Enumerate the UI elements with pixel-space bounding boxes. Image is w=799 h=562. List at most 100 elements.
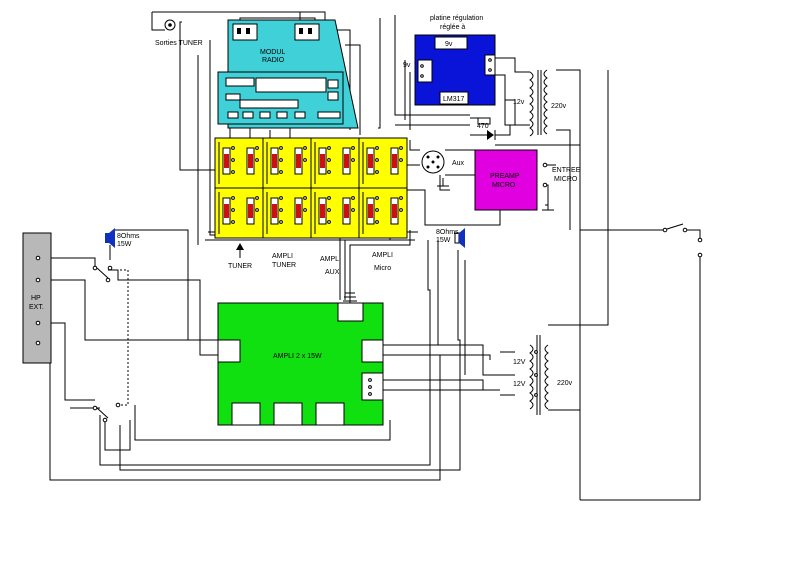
- hp-left-label-1: 8Ohms: [117, 233, 140, 240]
- contact-dot: [375, 158, 379, 162]
- hp-ext-box: [22, 232, 52, 364]
- sorties-tuner-jack: [164, 19, 176, 31]
- switch-slider: [272, 154, 277, 168]
- tr1-220v: 220v: [551, 103, 567, 110]
- contact-dot: [279, 158, 283, 162]
- tr1-12v: 12v: [513, 99, 525, 106]
- switch-slider: [344, 204, 349, 218]
- resistor-470: [477, 117, 491, 125]
- switch-slider: [248, 154, 253, 168]
- speaker-right-icon: [454, 228, 465, 248]
- speaker-left-icon: [105, 228, 115, 248]
- hp-right-label-1: 8Ohms: [436, 229, 459, 236]
- entree-micro-connector: [542, 162, 548, 188]
- tr2-12v-a: 12V: [513, 359, 526, 366]
- contact-dot: [327, 208, 331, 212]
- r470-label: 470: [477, 123, 489, 130]
- contact-dot: [231, 158, 235, 162]
- ampli-input-ground-icon: [343, 290, 357, 303]
- contact-dot: [303, 208, 307, 212]
- contact-dot: [231, 146, 235, 150]
- ampli-micro-label-1: AMPLI: [372, 252, 393, 259]
- modul-radio-label-2: RADIO: [262, 57, 285, 64]
- transformer-bottom: [529, 335, 549, 415]
- contact-dot: [255, 208, 259, 212]
- ampli-aux-label-1: AMPLI: [320, 256, 341, 263]
- left-switch-bottom: [92, 402, 121, 423]
- contact-dot: [375, 196, 379, 200]
- modul-radio: [217, 19, 359, 129]
- preamp-label-1: PREAMP: [490, 173, 520, 180]
- contact-dot: [327, 146, 331, 150]
- switch-slider: [392, 154, 397, 168]
- preamp-label-2: MICRO: [492, 182, 516, 189]
- platine-label-1: platine régulation: [430, 15, 483, 22]
- contact-dot: [399, 208, 403, 212]
- wires: [38, 11, 701, 501]
- ground-symbol-aux: [437, 178, 449, 187]
- ground-symbol-preamp: [542, 205, 554, 211]
- mains-switch: [662, 223, 703, 258]
- hp-right-label-2: 15W: [436, 237, 451, 244]
- contact-dot: [303, 196, 307, 200]
- ampli-tuner-label-1: AMPLI: [272, 253, 293, 260]
- contact-dot: [231, 220, 235, 224]
- switch-slider: [368, 204, 373, 218]
- switch-cell: [362, 192, 403, 234]
- contact-dot: [327, 170, 331, 174]
- ampli-micro-label-2: Micro: [374, 265, 391, 272]
- tuner-label: TUNER: [228, 263, 252, 270]
- switch-cell: [314, 142, 355, 184]
- switch-cell: [218, 192, 259, 234]
- switch-slider: [368, 154, 373, 168]
- contact-dot: [279, 208, 283, 212]
- tr2-220v: 220v: [557, 380, 573, 387]
- platine-label-2: réglée à: [440, 24, 465, 31]
- modul-radio-label-1: MODUL: [260, 49, 285, 56]
- regulator-board: [414, 34, 496, 106]
- switch-slider: [344, 154, 349, 168]
- contact-dot: [279, 196, 283, 200]
- ampli-2x15w: [217, 302, 384, 426]
- contact-dot: [375, 146, 379, 150]
- switch-slider: [320, 204, 325, 218]
- tr2-12v-b: 12V: [513, 381, 526, 388]
- contact-dot: [231, 196, 235, 200]
- transformer-top: [529, 69, 548, 137]
- contact-dot: [303, 158, 307, 162]
- switch-cell: [314, 192, 355, 234]
- contact-dot: [351, 208, 355, 212]
- tuner-arrow: [236, 243, 244, 258]
- contact-dot: [279, 220, 283, 224]
- ampli-tuner-label-2: TUNER: [272, 262, 296, 269]
- contact-dot: [351, 146, 355, 150]
- contact-dot: [327, 220, 331, 224]
- contact-dot: [327, 158, 331, 162]
- ampli-label: AMPLI 2 x 15W: [273, 353, 322, 360]
- contact-dot: [231, 170, 235, 174]
- preamp-micro: [474, 149, 538, 211]
- hp-ext-label-1: HP: [31, 295, 41, 302]
- reg-9v-top: 9v: [445, 41, 453, 48]
- switch-slider: [224, 154, 229, 168]
- lm317-label: LM317: [443, 96, 465, 103]
- contact-dot: [375, 220, 379, 224]
- contact-dot: [351, 196, 355, 200]
- contact-dot: [279, 146, 283, 150]
- contact-dot: [255, 146, 259, 150]
- switch-slider: [248, 204, 253, 218]
- switch-slider: [296, 154, 301, 168]
- switch-group: [218, 142, 403, 234]
- contact-dot: [279, 170, 283, 174]
- switch-slider: [320, 154, 325, 168]
- entree-label-2: MICRO: [554, 176, 578, 183]
- switch-slider: [392, 204, 397, 218]
- contact-dot: [255, 158, 259, 162]
- switch-cell: [218, 142, 259, 184]
- left-switch-top: [92, 265, 113, 283]
- contact-dot: [231, 208, 235, 212]
- contact-dot: [327, 196, 331, 200]
- sorties-tuner-label: Sorties TUNER: [155, 40, 203, 47]
- switch-cell: [362, 142, 403, 184]
